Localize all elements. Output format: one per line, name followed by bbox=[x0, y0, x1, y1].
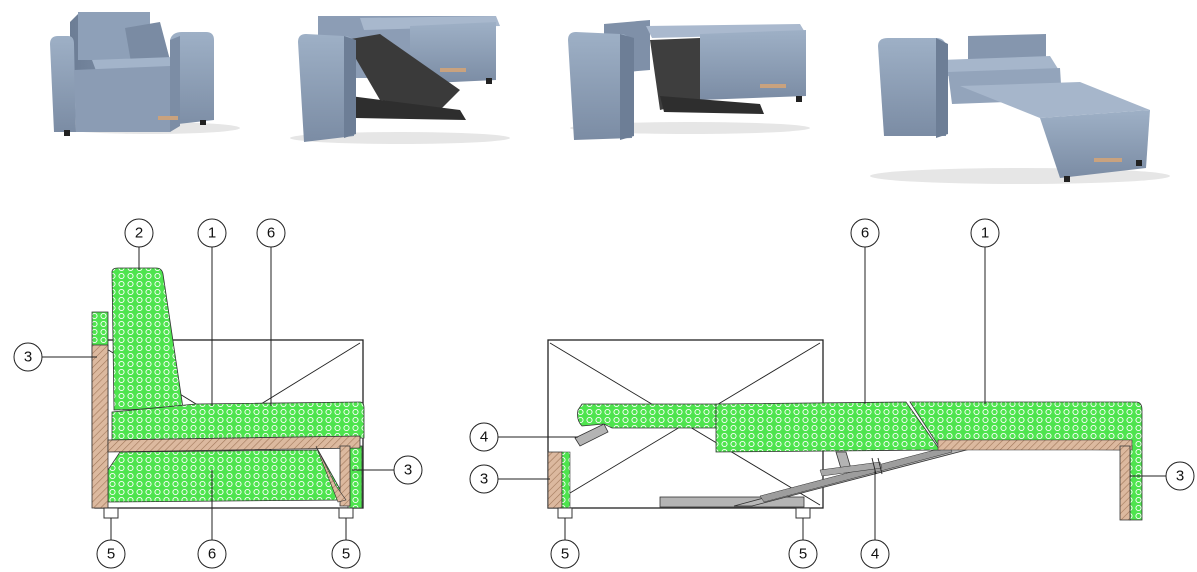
callout-label: 5 bbox=[561, 546, 569, 563]
callout-4-mechanism: 4 bbox=[860, 539, 890, 569]
callout-label: 1 bbox=[981, 225, 989, 242]
callout-6-seat: 6 bbox=[256, 218, 286, 248]
callout-label: 5 bbox=[342, 546, 350, 563]
callout-label: 4 bbox=[480, 429, 488, 446]
callout-label: 3 bbox=[480, 471, 488, 488]
metal-lever bbox=[574, 423, 609, 447]
photo-armchair-closed bbox=[50, 12, 240, 136]
callout-label: 5 bbox=[799, 546, 807, 563]
callout-3-left-panel-open: 3 bbox=[469, 464, 499, 494]
callout-6-bed-foam: 6 bbox=[850, 218, 880, 248]
callout-label: 3 bbox=[1176, 468, 1184, 485]
callout-4-lever: 4 bbox=[469, 422, 499, 452]
callout-label: 1 bbox=[208, 225, 216, 242]
callout-label: 2 bbox=[135, 225, 143, 242]
foot-left bbox=[103, 507, 119, 519]
seat-cushion bbox=[111, 401, 365, 443]
photo-armchair-bed-open bbox=[870, 34, 1170, 184]
metal-base-plate bbox=[659, 496, 805, 508]
callout-label: 5 bbox=[107, 546, 115, 563]
foot-mid-open bbox=[795, 507, 811, 519]
bed-foam-2 bbox=[715, 401, 941, 453]
foot-left-open bbox=[557, 507, 573, 519]
wood-panel-left-open bbox=[547, 451, 563, 509]
callout-label: 6 bbox=[861, 225, 869, 242]
photo-armchair-opening-1 bbox=[290, 16, 510, 144]
leader-lines bbox=[42, 247, 1166, 540]
callout-1-bed-frame: 1 bbox=[970, 218, 1000, 248]
wood-leg-right bbox=[1119, 445, 1131, 521]
callouts-left: 2 1 6 3 3 5 6 5 bbox=[13, 218, 423, 569]
callout-5-foot-left: 5 bbox=[96, 539, 126, 569]
callout-6-lower-foam: 6 bbox=[197, 539, 227, 569]
callout-label: 6 bbox=[267, 225, 275, 242]
callout-label: 3 bbox=[404, 462, 412, 479]
wood-panel-left bbox=[91, 344, 109, 509]
section-drawing-open bbox=[547, 339, 1143, 521]
section-drawing-closed bbox=[91, 267, 365, 519]
callout-5-foot-left-open: 5 bbox=[550, 539, 580, 569]
callout-label: 3 bbox=[24, 349, 32, 366]
wood-panel-right bbox=[339, 445, 351, 507]
callout-5-foot-mid-open: 5 bbox=[788, 539, 818, 569]
foot-right bbox=[338, 507, 354, 519]
callouts-right: 6 1 4 3 3 5 5 4 bbox=[469, 218, 1195, 569]
bed-foam-1 bbox=[577, 403, 717, 429]
lower-foam bbox=[107, 449, 347, 503]
callout-3-left-panel: 3 bbox=[13, 342, 43, 372]
callout-3-right-leg: 3 bbox=[1165, 461, 1195, 491]
callout-3-right-panel: 3 bbox=[393, 455, 423, 485]
bed-foam-3 bbox=[909, 401, 1143, 521]
callout-label: 6 bbox=[208, 546, 216, 563]
back-pillow bbox=[111, 267, 184, 411]
photo-armchair-opening-2 bbox=[568, 20, 810, 140]
callout-5-foot-right: 5 bbox=[331, 539, 361, 569]
callout-2-back-pillow: 2 bbox=[124, 218, 154, 248]
callout-1-frame: 1 bbox=[197, 218, 227, 248]
callout-label: 4 bbox=[871, 546, 879, 563]
